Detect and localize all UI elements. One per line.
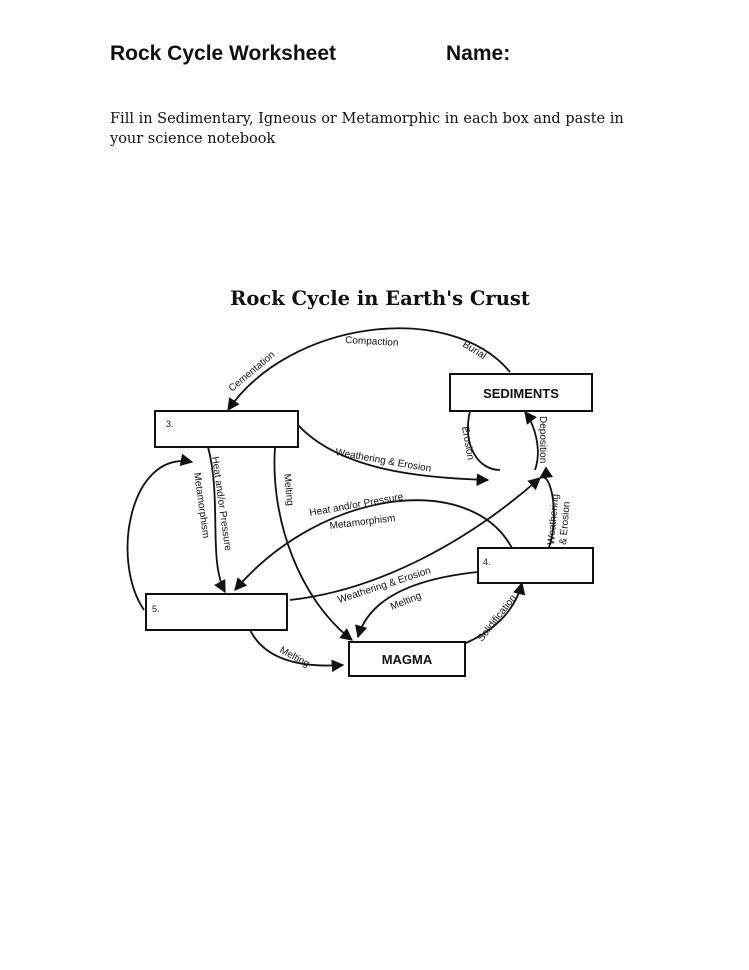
magma-box (348, 641, 466, 677)
weathering-right-arrow (538, 466, 555, 551)
sediments-label: SEDIMENTS (483, 386, 559, 401)
solidification-label: Solidification (476, 593, 519, 644)
melting-bottom-right-arrow (355, 571, 479, 639)
left-loop-arrow (126, 453, 194, 611)
box-4-number: 4. (483, 557, 491, 567)
box-3-number: 3. (166, 419, 174, 429)
deposition-label: Deposition (537, 416, 548, 463)
rock-box-4[interactable] (477, 547, 594, 584)
diagram-title: Rock Cycle in Earth's Crust (230, 287, 530, 310)
magma-label: MAGMA (382, 652, 433, 667)
deposition-arrow (524, 411, 539, 471)
erosion-label: Erosion (459, 426, 476, 461)
worksheet-title: Rock Cycle Worksheet (110, 42, 337, 65)
erosion-arrow (467, 410, 501, 471)
weathering-right-label-2: & Erosion (558, 501, 573, 545)
heat-pressure-left-label: Heat and/or Pressure (209, 456, 233, 552)
rock-box-3[interactable] (154, 410, 299, 448)
box-5-number: 5. (152, 604, 160, 614)
metamorphism-left-label: Metamorphism (191, 472, 211, 539)
burial-label: Burial (460, 339, 488, 362)
melting-vertical-label: Melting (281, 473, 295, 506)
rock-box-5[interactable] (145, 593, 288, 631)
melting-bottom-left-arrow (249, 629, 345, 673)
cementation-label: Cementation (227, 349, 278, 394)
weathering-erosion-top-arrow (297, 424, 490, 486)
weathering-erosion-top-label: Weathering & Erosion (334, 447, 432, 475)
burial-compaction-cementation-arrow (227, 327, 511, 412)
instructions-text: Fill in Sedimentary, Igneous or Metamorp… (110, 111, 624, 147)
melting-bottom-left-label: Melting (278, 645, 312, 670)
heat-pressure-left-arrow (207, 446, 226, 594)
solidification-arrow (465, 581, 526, 644)
melting-vertical-arrow (273, 446, 353, 641)
name-label: Name: (446, 42, 511, 65)
heat-pressure-mid-arrow (234, 499, 513, 591)
compaction-label: Compaction (345, 335, 399, 349)
weathering-erosion-bottom-arrow (289, 477, 541, 601)
sediments-box (449, 373, 593, 412)
weathering-right-label-1: Weathering (546, 494, 561, 546)
